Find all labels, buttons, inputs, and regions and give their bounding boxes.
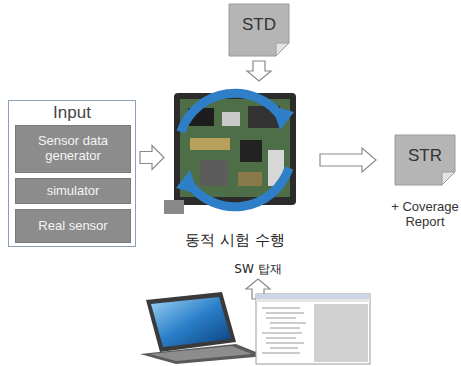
panel (314, 304, 368, 362)
tool-bar (256, 299, 370, 302)
node-label: 동적 시험 수행 (148, 232, 322, 249)
chip (240, 140, 262, 162)
node-label: STD (228, 3, 290, 35)
laptop-screen (151, 297, 231, 347)
laptop-lid (146, 292, 236, 352)
arrow-head (272, 106, 294, 130)
document-outline (229, 4, 289, 56)
document-box: STD (228, 3, 290, 57)
input-box: Sensor data generator (15, 125, 131, 173)
laptop-keyboard (150, 346, 252, 361)
block-arrow (320, 148, 376, 172)
node-label: Real sensor (34, 219, 111, 234)
block-arrow (140, 146, 164, 170)
input-box: Real sensor (15, 209, 131, 243)
screenshot-window (256, 294, 370, 364)
laptop (140, 292, 266, 364)
title-bar (256, 294, 370, 299)
block-arrow (247, 61, 271, 81)
cycle-arrows (181, 93, 289, 207)
input-box: simulator (15, 178, 131, 204)
node-label: STR (394, 134, 456, 166)
chip (238, 172, 262, 186)
node-label: Input (9, 101, 135, 123)
node-label: simulator (43, 184, 104, 199)
page-fold (276, 43, 289, 56)
software-screenshot (256, 294, 370, 364)
node-label: Sensor data generator (16, 134, 130, 164)
page-fold (442, 172, 455, 185)
connector-strip (190, 138, 230, 150)
document-outline (395, 135, 455, 185)
circuit-board (164, 93, 296, 214)
cycle-arrow (188, 168, 289, 207)
test-execution: 동적 시험 수행 (168, 85, 302, 215)
input-panel: InputSensor data generator simulatorReal … (8, 100, 136, 247)
arrow-label: SW 탑재 (208, 261, 308, 278)
laptop-base (140, 344, 266, 364)
keyboard-edge (164, 200, 184, 214)
node-caption: + Coverage Report (385, 200, 461, 230)
chip (200, 160, 228, 186)
document-box: STR+ Coverage Report (394, 134, 456, 186)
chip (222, 112, 240, 126)
arrow-head (176, 170, 198, 194)
cycle-arrow (181, 93, 282, 132)
tree-lines (262, 308, 306, 353)
